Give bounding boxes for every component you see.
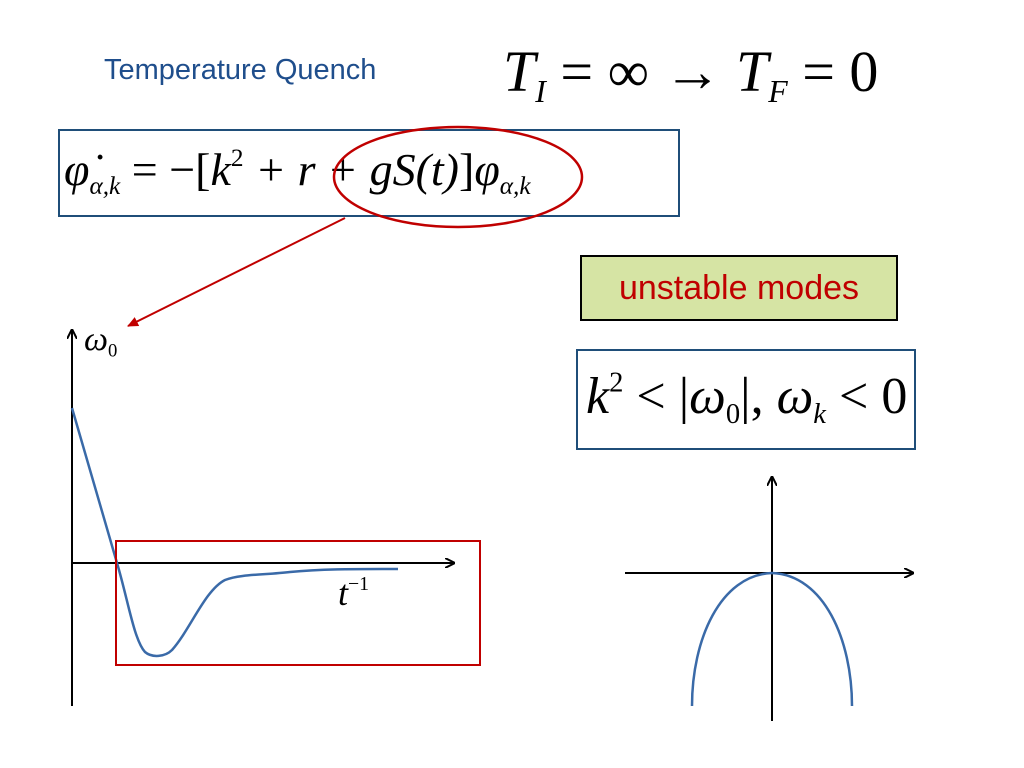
- quench-equation: TI = ∞ → TF = 0: [503, 38, 878, 110]
- quench-T-initial: T: [503, 39, 536, 104]
- equals-minus-bracket: = −[: [120, 144, 211, 195]
- cond-lt-abs: < |: [623, 368, 690, 425]
- k-exponent: 2: [230, 144, 244, 173]
- dispersion-parabola: [690, 571, 854, 707]
- y-label-omega: ω: [84, 321, 109, 358]
- condition-box: [576, 349, 916, 450]
- main-equation: φ̇α,k = −[k2 + r + gS(t)]φα,k: [64, 143, 531, 201]
- pointer-arrow: [127, 217, 346, 327]
- phi-dot: φ̇: [64, 144, 90, 195]
- x-label-t: t: [338, 573, 349, 613]
- slide-title: Temperature Quench: [104, 54, 377, 86]
- cond-omegak: ω: [776, 368, 814, 425]
- k-symbol: k: [210, 144, 231, 195]
- phi: φ: [474, 144, 500, 195]
- cond-k-exp: 2: [609, 367, 624, 399]
- x-axis-label: t−1: [338, 572, 369, 614]
- quench-infinity-arrow: = ∞ →: [545, 39, 736, 104]
- main-equation-box: [58, 129, 680, 217]
- gS-term: gS: [369, 144, 416, 195]
- quench-sub-F: F: [768, 74, 788, 110]
- unstable-modes-label: unstable modes: [618, 268, 860, 307]
- cond-omega0: ω: [689, 368, 726, 425]
- cond-end: < 0: [826, 368, 908, 425]
- paren-t: (t): [415, 144, 459, 195]
- x-label-exp: −1: [348, 573, 370, 596]
- unstable-modes-box: unstable modes: [580, 255, 898, 321]
- quench-sub-I: I: [535, 74, 546, 110]
- quench-T-final: T: [735, 39, 769, 104]
- highlight-ellipse: [332, 125, 584, 229]
- negative-region-box: [115, 540, 481, 666]
- phi-sub: α,k: [499, 171, 531, 200]
- cond-k: k: [586, 368, 610, 425]
- close-bracket: ]: [458, 144, 475, 195]
- y-label-sub: 0: [108, 340, 118, 362]
- quench-equals-zero: = 0: [787, 39, 879, 104]
- cond-omegak-sub: k: [813, 399, 826, 430]
- plus-r-plus: + r +: [243, 144, 370, 195]
- condition-equation: k2 < |ω0|, ωk < 0: [586, 367, 907, 431]
- cond-mid: |,: [740, 368, 777, 425]
- omega0-curve: [70, 407, 399, 658]
- y-axis-label: ω0: [84, 321, 117, 363]
- cond-omega0-sub: 0: [725, 399, 741, 430]
- phi-dot-sub: α,k: [89, 171, 121, 200]
